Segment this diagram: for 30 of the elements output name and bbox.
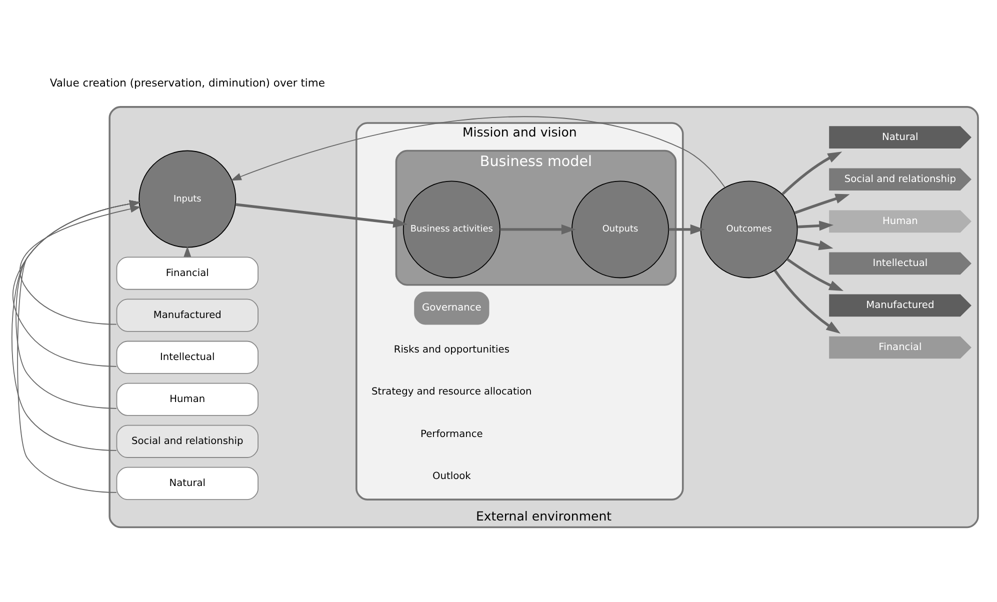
arrow — [16, 200, 140, 409]
node-box: Social and relationship — [116, 424, 258, 458]
node-circle: Outputs — [572, 180, 669, 278]
arrow — [17, 200, 140, 493]
node-text: Strategy and resource allocation — [372, 386, 532, 398]
arrow — [786, 258, 844, 291]
node-circle: Inputs — [138, 150, 236, 248]
arrow — [500, 224, 576, 234]
node-text: Risks and opportunities — [394, 344, 510, 356]
arrow — [11, 200, 140, 451]
arrow — [235, 203, 408, 228]
arrow — [668, 224, 705, 234]
arrow — [794, 194, 850, 214]
node-text: Outlook — [432, 470, 471, 482]
arrow — [230, 116, 726, 188]
arrow — [12, 200, 140, 367]
label: Value creation (preservation, diminution) over time — [50, 76, 325, 90]
arrow — [796, 238, 834, 250]
arrow — [798, 220, 834, 231]
node-box: Governance — [414, 292, 490, 325]
arrow — [782, 152, 842, 196]
node-box: Intellectual — [116, 340, 258, 374]
node-box: Natural — [116, 466, 258, 500]
node-circle: Business activities — [402, 180, 500, 278]
arrow — [774, 270, 840, 334]
node-text: Performance — [420, 428, 483, 440]
arrow — [20, 205, 142, 325]
node-circle: Outcomes — [700, 180, 798, 278]
node-box: Human — [116, 382, 258, 416]
node-box: Manufactured — [116, 298, 258, 332]
